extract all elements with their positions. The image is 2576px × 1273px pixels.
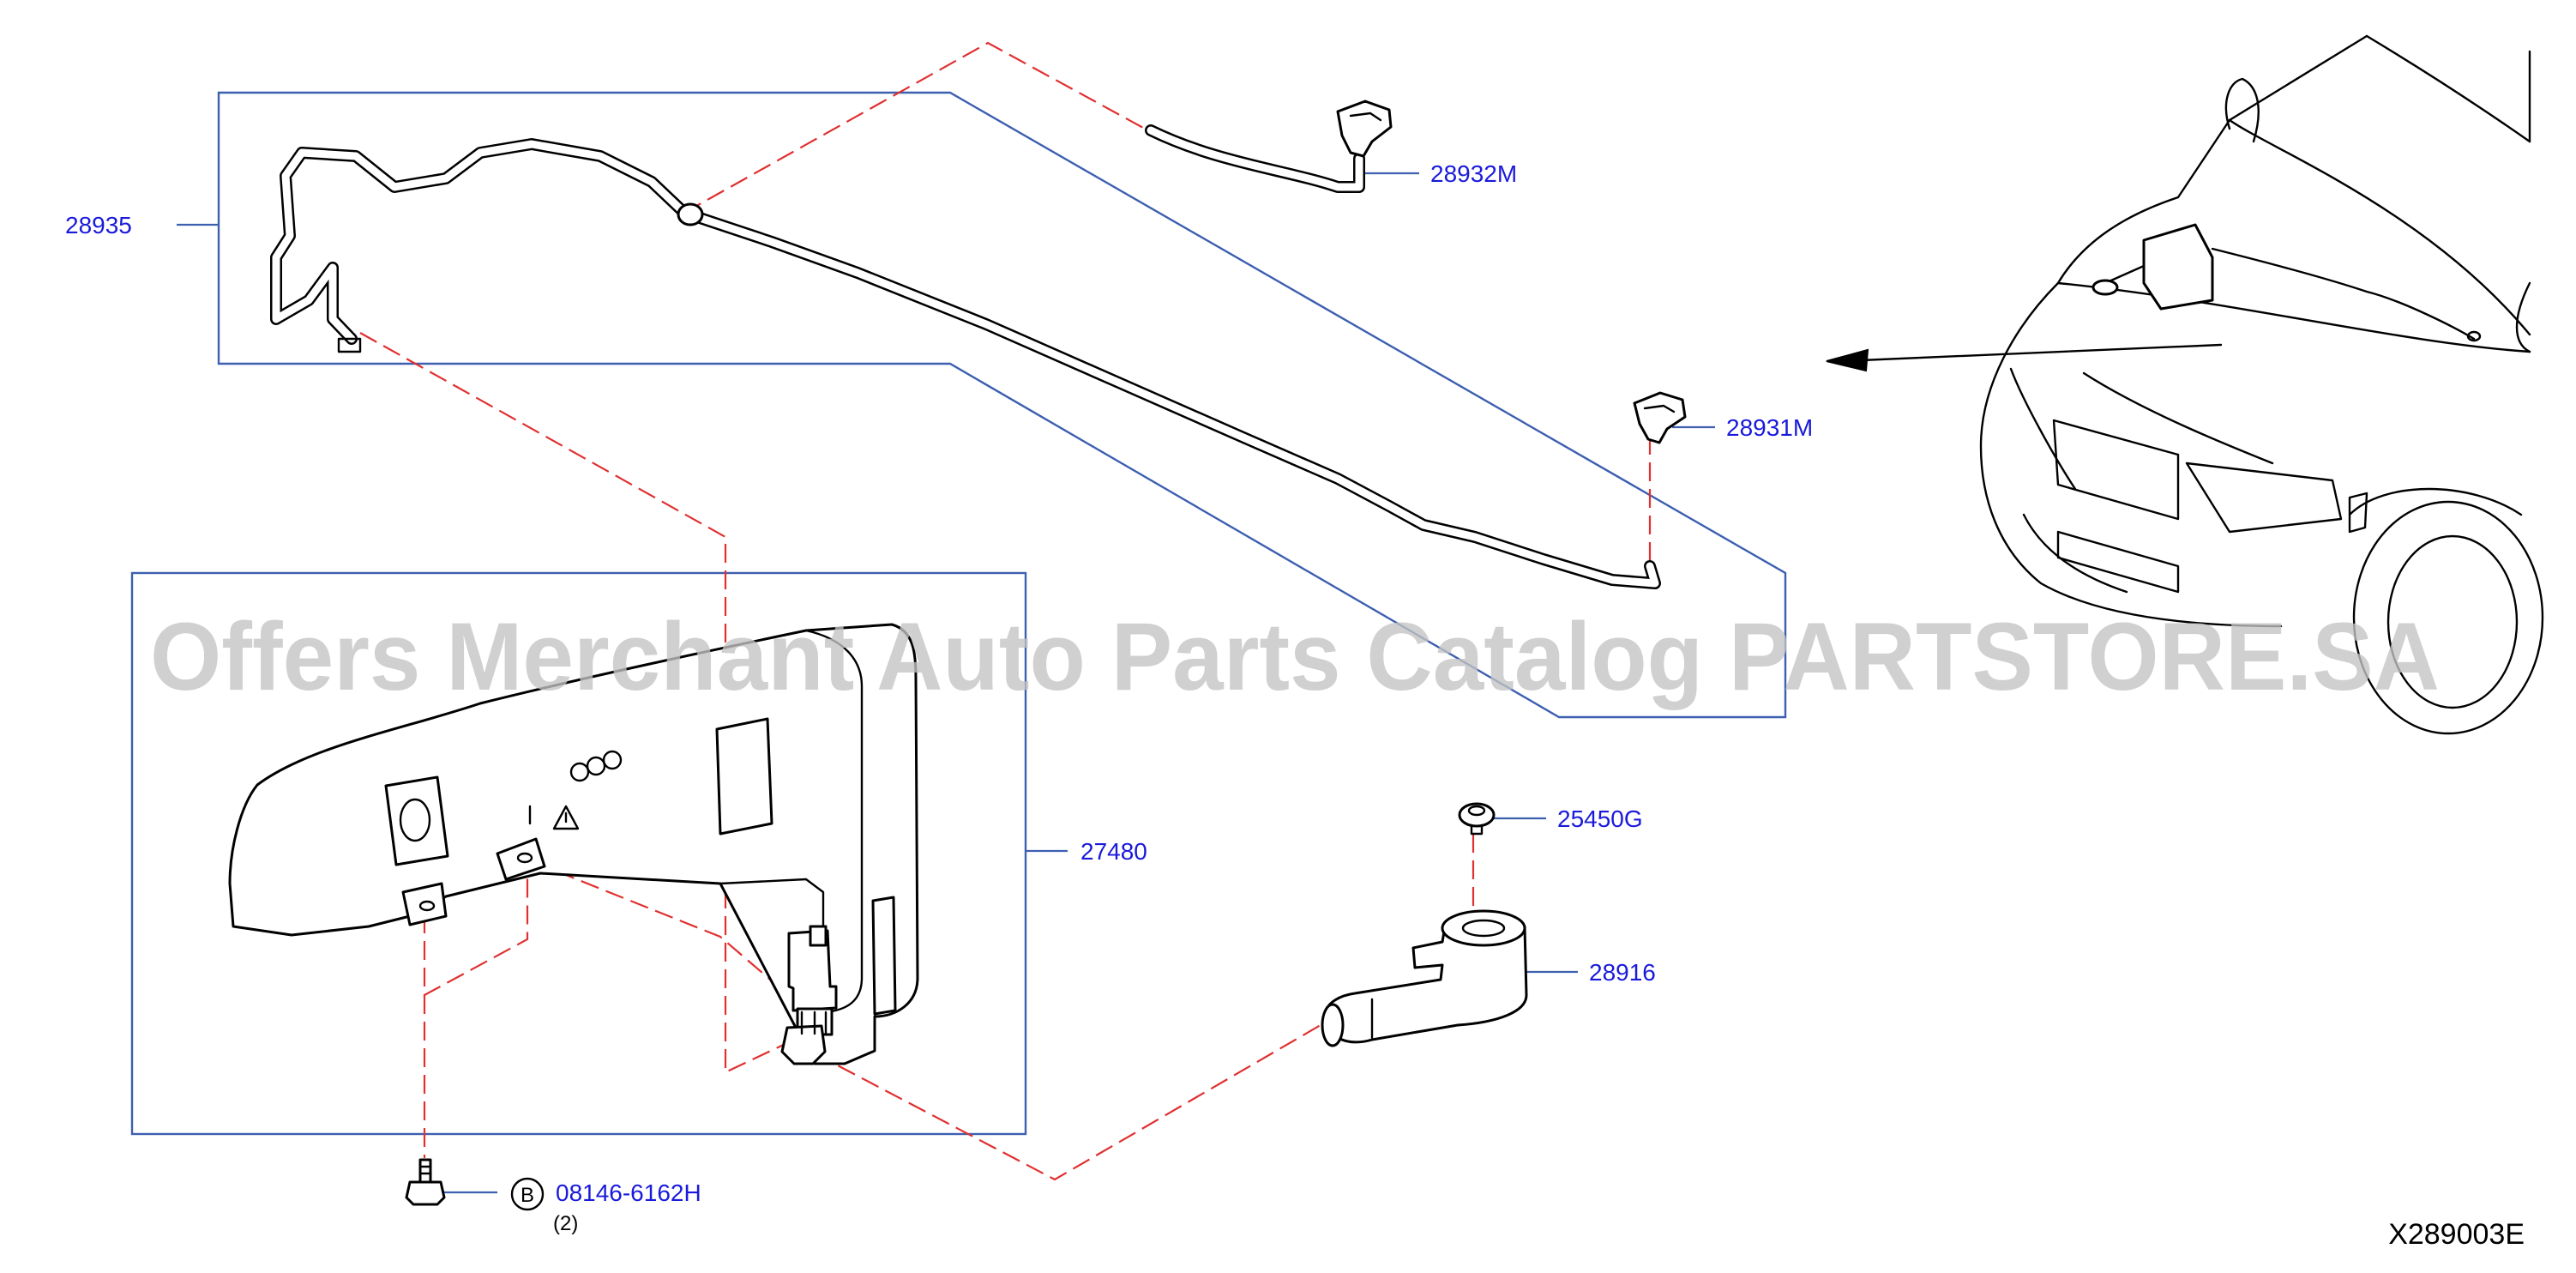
level-window-icon — [715, 717, 773, 836]
bolt-ref-circle-icon — [510, 1177, 545, 1211]
assembly-line-bolt — [423, 868, 529, 997]
hose-assembly-outline — [217, 91, 1787, 719]
assembly-line-hose-to-nozzle-left — [683, 41, 1146, 214]
bolt[interactable] — [405, 1158, 446, 1206]
callout-filler-neck[interactable]: 28916 — [1589, 959, 1656, 986]
mount-bracket-icon — [496, 837, 546, 881]
bolt-ref-label: B — [521, 1184, 534, 1207]
nozzle-left-icon — [1336, 100, 1393, 158]
callout-nozzle-left[interactable]: 28932M — [1430, 160, 1517, 187]
vehicle-location-view — [1979, 34, 2544, 735]
watermark-text: Offers Merchant Auto Parts Catalog PARTS… — [150, 603, 2440, 710]
washer-tank[interactable] — [228, 623, 919, 1065]
callout-tank[interactable]: 27480 — [1080, 838, 1147, 865]
assembly-line-tank-to-neck — [814, 1024, 1321, 1181]
callout-bolt[interactable]: 08146-6162H — [556, 1179, 701, 1206]
washer-hose[interactable] — [270, 138, 1661, 589]
filler-neck[interactable] — [1321, 909, 1528, 1047]
nozzle-right[interactable] — [1633, 391, 1687, 444]
diagram-code: X289003E — [2388, 1218, 2525, 1251]
warning-icon — [552, 805, 580, 830]
hose-clip-icon — [677, 202, 704, 226]
callout-hose[interactable]: 28935 — [65, 212, 132, 238]
nozzle-right-icon — [1633, 391, 1687, 444]
bolt-quantity: (2) — [553, 1212, 578, 1235]
tank-assembly-outline — [130, 571, 1027, 1136]
callout-filler-cap[interactable]: 25450G — [1557, 805, 1643, 832]
filler-port-icon — [384, 775, 449, 866]
location-arrow-head-icon — [1826, 348, 1869, 372]
washer-pump[interactable] — [780, 925, 838, 1065]
callout-nozzle-right[interactable]: 28931M — [1726, 414, 1813, 441]
nozzle-left[interactable] — [1145, 100, 1393, 193]
tank-rib-icon — [871, 896, 897, 1016]
location-arrow — [1859, 343, 2223, 362]
filler-cap[interactable] — [1458, 802, 1496, 836]
